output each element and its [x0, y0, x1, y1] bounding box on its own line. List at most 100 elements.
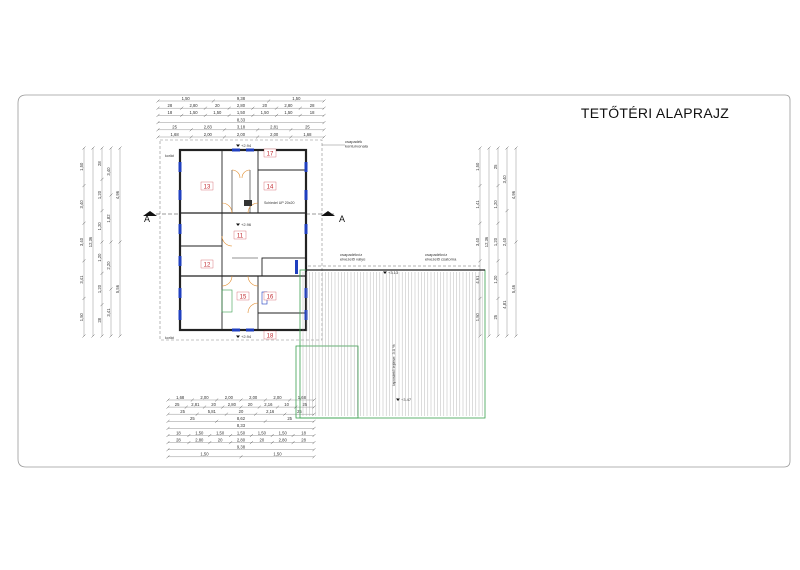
bottom-dimension-tick — [312, 412, 316, 416]
room-14-label: 14 — [267, 185, 274, 191]
bottom-dimension-tick — [275, 405, 280, 409]
bottom-dimension-tick — [187, 433, 191, 438]
top-dimension-tick — [255, 135, 260, 139]
top-dimension-tick — [322, 128, 326, 132]
door-swings — [221, 169, 259, 314]
right-dimension-tick — [514, 334, 518, 338]
bottom-dimension-label: 18 — [176, 430, 181, 435]
level-mark-0-label: +2.94 — [241, 143, 252, 148]
left-dimension-tick — [100, 303, 104, 307]
bottom-dimension-tick — [312, 398, 316, 402]
bottom-dimension-label: 20 — [260, 437, 265, 442]
top-dimension-tick — [289, 128, 293, 132]
bottom-dimension-tick — [215, 398, 219, 402]
bottom-dimension-tick — [312, 419, 316, 423]
right-dimension-tick — [478, 146, 482, 150]
top-dimension-tick — [298, 113, 302, 118]
left-dimension-tick — [100, 334, 104, 338]
level-mark-3-symbol — [383, 271, 387, 274]
right-dimension-label: 1,50 — [475, 162, 480, 171]
bottom-dimension-tick — [270, 433, 274, 438]
bottom-dimension-tick — [312, 405, 316, 409]
room-12-label: 12 — [204, 263, 211, 269]
right-dimension-tick — [496, 259, 500, 263]
top-dimension-label: 1,50 — [284, 110, 293, 115]
left-dimension-label: 1,50 — [79, 162, 84, 171]
right-dimension-tick — [478, 221, 482, 225]
left-dimension-label: 3,41 — [106, 308, 111, 317]
roof-slope-label: lapostető lejtése: 3.0 % — [391, 344, 396, 386]
right-dimension-label: 1,20 — [493, 200, 498, 209]
bottom-dimension-label: 2,16 — [266, 409, 275, 414]
top-dimension-label: 1,68 — [171, 132, 180, 137]
bottom-dimension-tick — [166, 448, 170, 452]
left-dimension-tick — [109, 240, 113, 244]
building-walls — [178, 148, 308, 332]
left-dimension-label: 5,56 — [115, 284, 120, 293]
top-dimension-label: 18 — [168, 110, 173, 115]
right-dimension-label: 25 — [493, 164, 498, 169]
right-dimension-tick — [505, 334, 509, 338]
top-dimension-tick — [298, 106, 302, 110]
top-dimension-tick — [203, 106, 208, 110]
left-dimension-tick — [82, 259, 86, 263]
bottom-dimension-tick — [263, 398, 267, 402]
top-dimension-tick — [203, 113, 208, 118]
bottom-dimension-tick — [166, 405, 170, 409]
room-17-label: 17 — [267, 152, 274, 158]
bottom-dimension-tick — [283, 412, 287, 416]
room-15-box — [236, 291, 250, 301]
top-dimension-tick — [180, 113, 184, 118]
sheet-frame — [17, 94, 791, 468]
bottom-dimension-label: 2,00 — [249, 395, 258, 400]
top-dimension-tick — [189, 135, 193, 139]
top-dimension-label: 2,81 — [270, 125, 279, 130]
left-dimension-label: 1,50 — [79, 312, 84, 321]
left-dimension-tick — [118, 334, 122, 338]
top-dimension-label: 20 — [215, 103, 220, 108]
bottom-dimension-tick — [166, 412, 170, 416]
left-dimension-tick — [109, 334, 113, 338]
right-dimension-tick — [505, 271, 509, 275]
bottom-dimension-tick — [166, 455, 170, 459]
bottom-dimension-tick — [288, 398, 292, 402]
left-dimension-tick — [82, 296, 86, 301]
right-dimension-tick — [478, 183, 482, 188]
top-dimension-label: 18 — [310, 110, 315, 115]
top-dimension-label: 25 — [172, 125, 177, 130]
room-16-box — [263, 291, 277, 301]
bottom-dimension-tick — [239, 398, 243, 402]
bottom-dimension-label: 1,68 — [176, 395, 185, 400]
bottom-dimension-tick — [249, 440, 254, 445]
top-dimension-label: 1,50 — [261, 110, 270, 115]
right-dimension-tick — [478, 259, 482, 263]
right-dimension-tick — [496, 334, 500, 338]
right-dimension-tick — [496, 146, 500, 150]
bottom-dimension-label: 1,50 — [216, 430, 225, 435]
railing-label-top: korlát — [165, 154, 174, 158]
top-dimension-label: 1,50 — [237, 110, 246, 115]
bottom-dimension-label: 28 — [176, 437, 181, 442]
bottom-dimension-tick — [291, 440, 295, 445]
bottom-dimension-tick — [253, 412, 258, 416]
bottom-dimension-label: 1,50 — [279, 430, 288, 435]
top-dimension-tick — [156, 99, 160, 103]
bottom-dimension-label: 2,80 — [228, 402, 237, 407]
bottom-dimension-tick — [166, 398, 170, 402]
level-mark-1-label: +2.96 — [241, 222, 252, 227]
top-dimension-tick — [227, 113, 231, 118]
railing-label-bottom: korlát — [165, 336, 174, 340]
top-dimension-label: 20 — [262, 103, 267, 108]
top-dimension-tick — [274, 113, 279, 118]
top-dimension-tick — [156, 113, 160, 118]
left-dimension-tick — [82, 221, 86, 225]
left-dimension-tick — [100, 209, 104, 213]
top-dimension-tick — [274, 106, 279, 110]
